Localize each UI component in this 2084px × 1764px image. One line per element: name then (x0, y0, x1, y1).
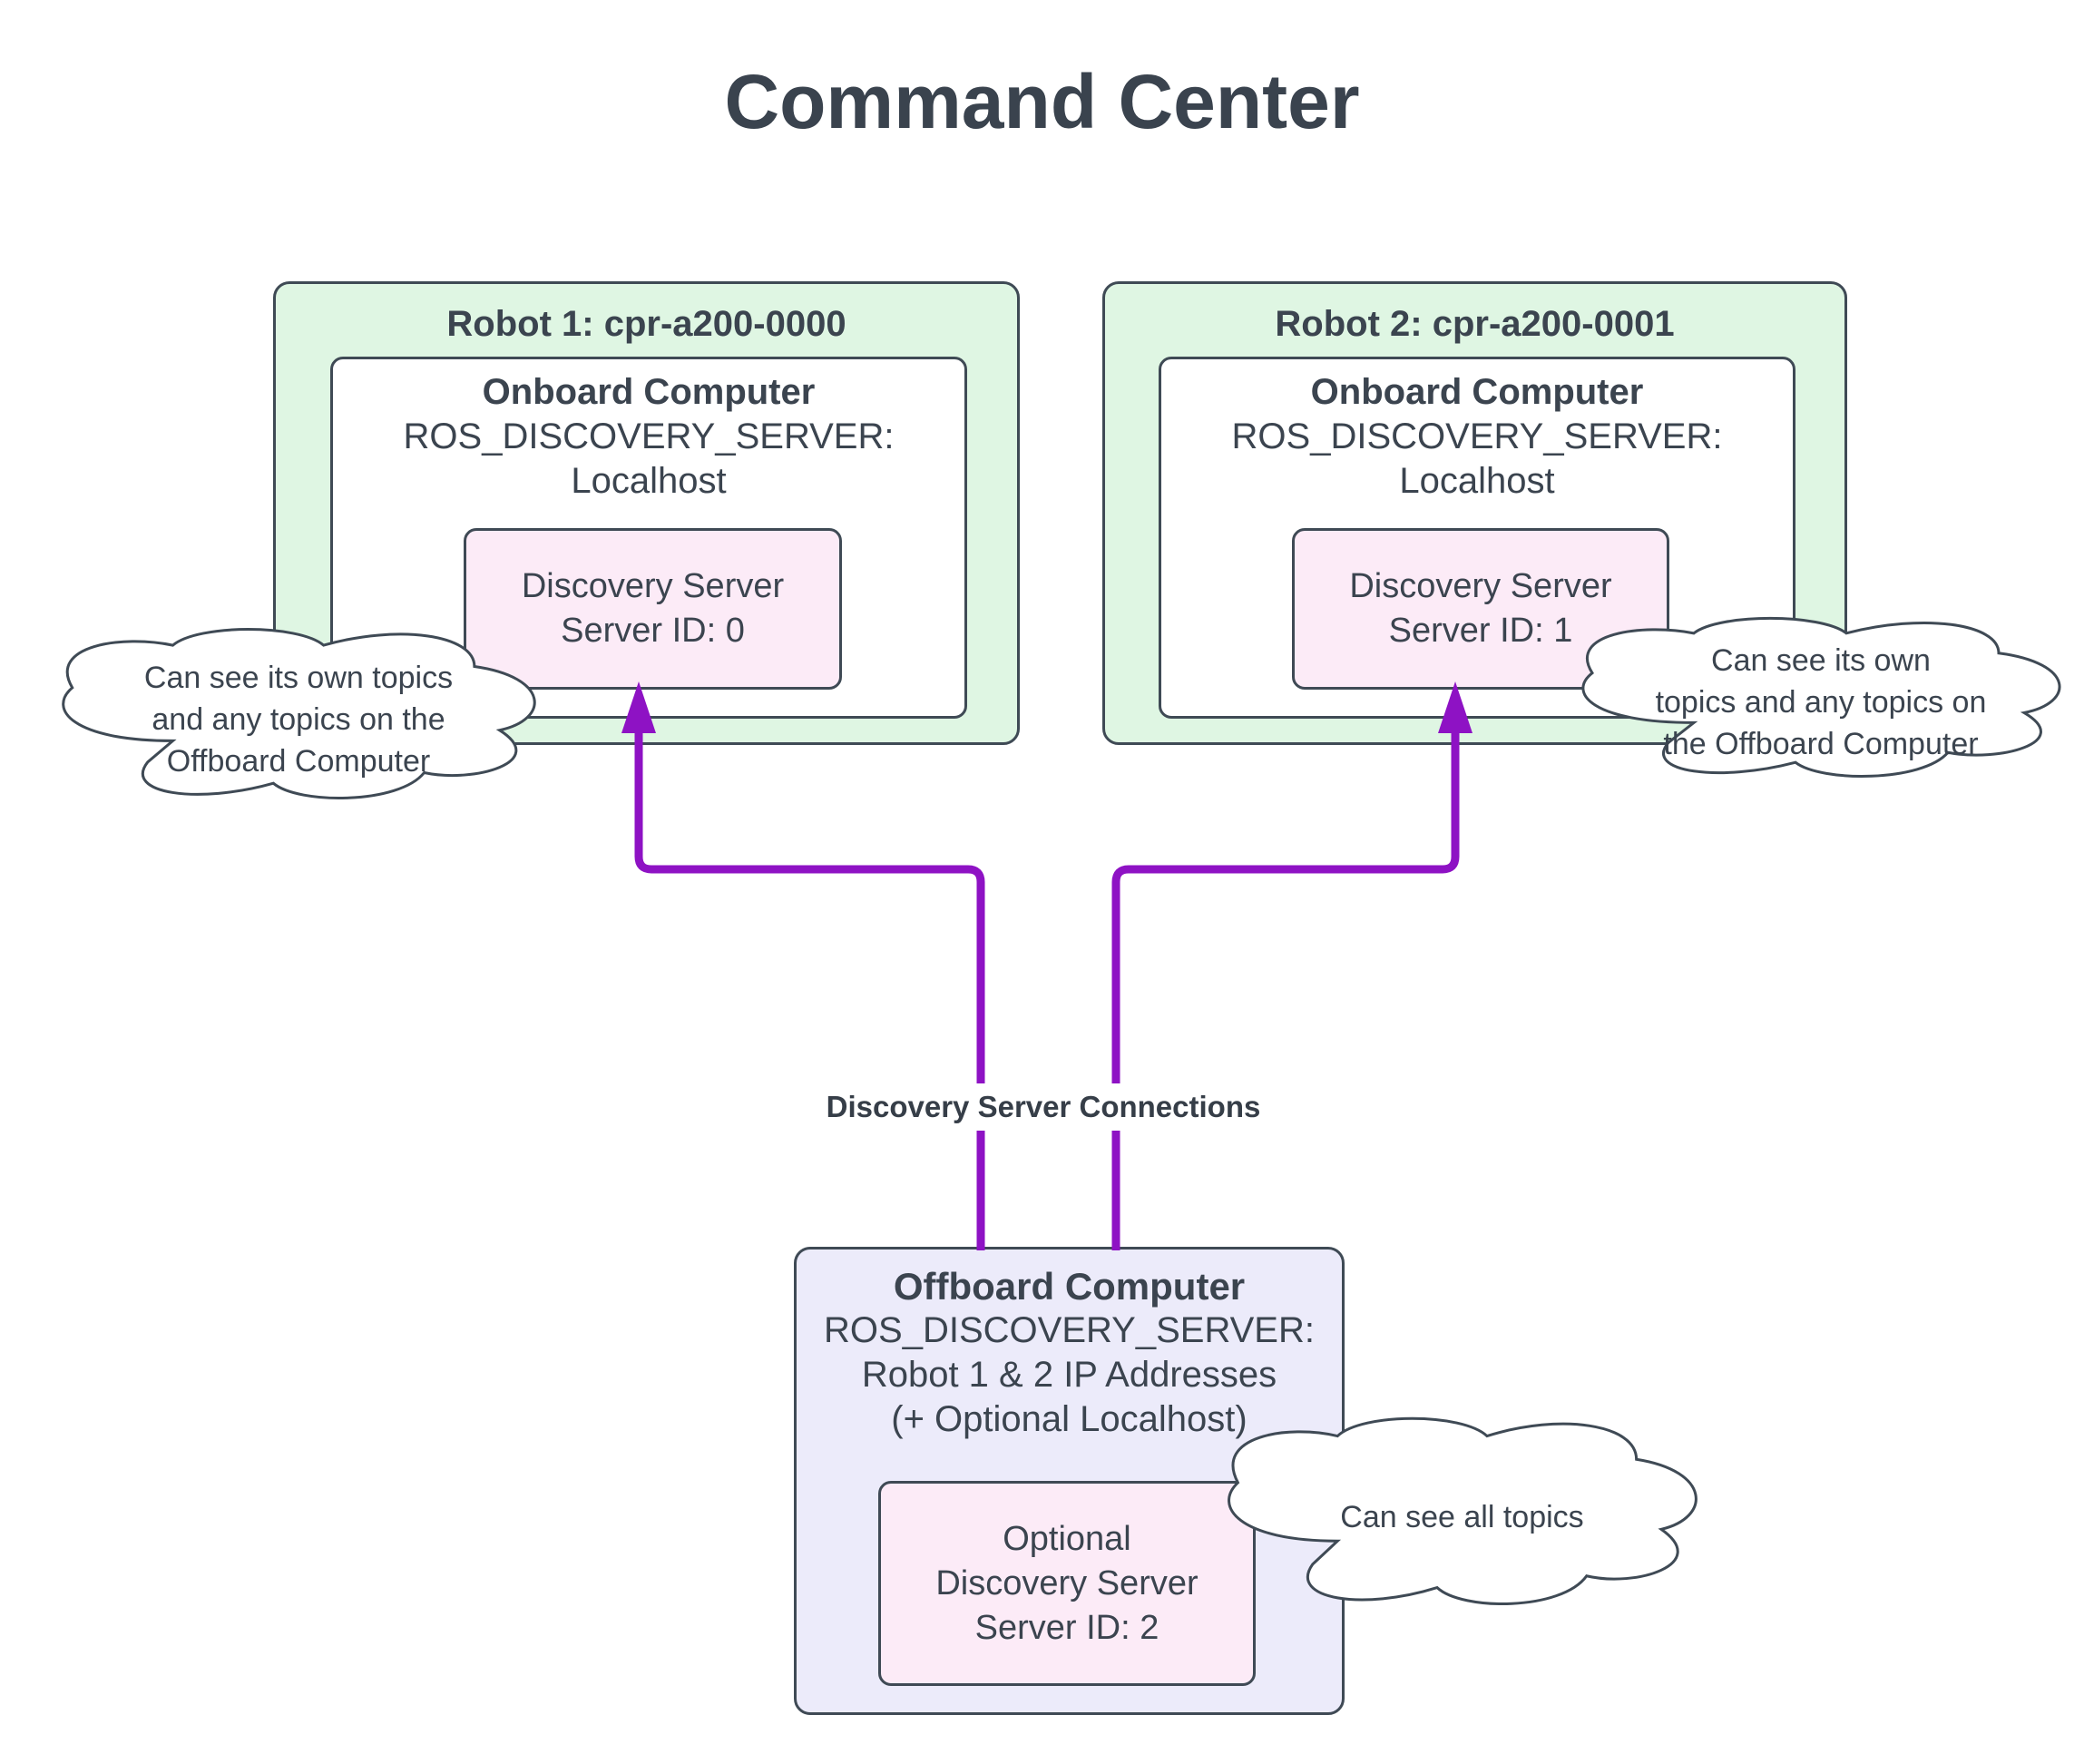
robot2-discovery-line2: Server ID: 1 (1388, 612, 1573, 650)
robot1-onboard-title: Onboard Computer (482, 372, 816, 412)
offboard-discovery-line2: Discovery Server (935, 1563, 1199, 1602)
robot1-title: Robot 1: cpr-a200-0000 (446, 304, 846, 344)
robot1-discovery-line1: Discovery Server (521, 567, 785, 605)
offboard-env-line3: (+ Optional Localhost) (891, 1399, 1247, 1439)
offboard-title: Offboard Computer (893, 1265, 1246, 1308)
robot1-connection-line (634, 729, 985, 1250)
robot2-discovery-server-box: Discovery Server Server ID: 1 (1292, 528, 1669, 690)
robot2-onboard-text: Onboard Computer ROS_DISCOVERY_SERVER: L… (1161, 370, 1793, 504)
robot2-card: Robot 2: cpr-a200-0001 Onboard Computer … (1102, 281, 1847, 745)
robot2-env-line2: Localhost (1399, 461, 1555, 501)
connection-label: Discovery Server Connections (821, 1083, 1266, 1131)
offboard-discovery-line3: Server ID: 2 (974, 1608, 1159, 1647)
robot2-title: Robot 2: cpr-a200-0001 (1275, 304, 1675, 344)
offboard-discovery-server-box: Optional Discovery Server Server ID: 2 (878, 1481, 1256, 1686)
offboard-computer-box: Offboard Computer ROS_DISCOVERY_SERVER: … (794, 1247, 1345, 1715)
page-title: Command Center (724, 59, 1360, 144)
robot2-onboard-title: Onboard Computer (1310, 372, 1644, 412)
robot1-env-line1: ROS_DISCOVERY_SERVER: (403, 416, 895, 456)
robot1-discovery-server-box: Discovery Server Server ID: 0 (464, 528, 842, 690)
offboard-env-line1: ROS_DISCOVERY_SERVER: (824, 1310, 1315, 1350)
robot2-onboard-computer-box: Onboard Computer ROS_DISCOVERY_SERVER: L… (1159, 357, 1795, 719)
robot2-connection-line (1111, 729, 1460, 1250)
offboard-discovery-line1: Optional (1003, 1519, 1131, 1558)
robot1-discovery-line2: Server ID: 0 (561, 612, 745, 650)
robot2-discovery-line1: Discovery Server (1349, 567, 1612, 605)
robot1-card: Robot 1: cpr-a200-0000 Onboard Computer … (273, 281, 1020, 745)
offboard-text: Offboard Computer ROS_DISCOVERY_SERVER: … (797, 1264, 1342, 1442)
robot1-onboard-text: Onboard Computer ROS_DISCOVERY_SERVER: L… (333, 370, 964, 504)
robot1-onboard-computer-box: Onboard Computer ROS_DISCOVERY_SERVER: L… (330, 357, 967, 719)
robot1-env-line2: Localhost (571, 461, 727, 501)
robot2-env-line1: ROS_DISCOVERY_SERVER: (1231, 416, 1723, 456)
offboard-env-line2: Robot 1 & 2 IP Addresses (861, 1355, 1277, 1395)
